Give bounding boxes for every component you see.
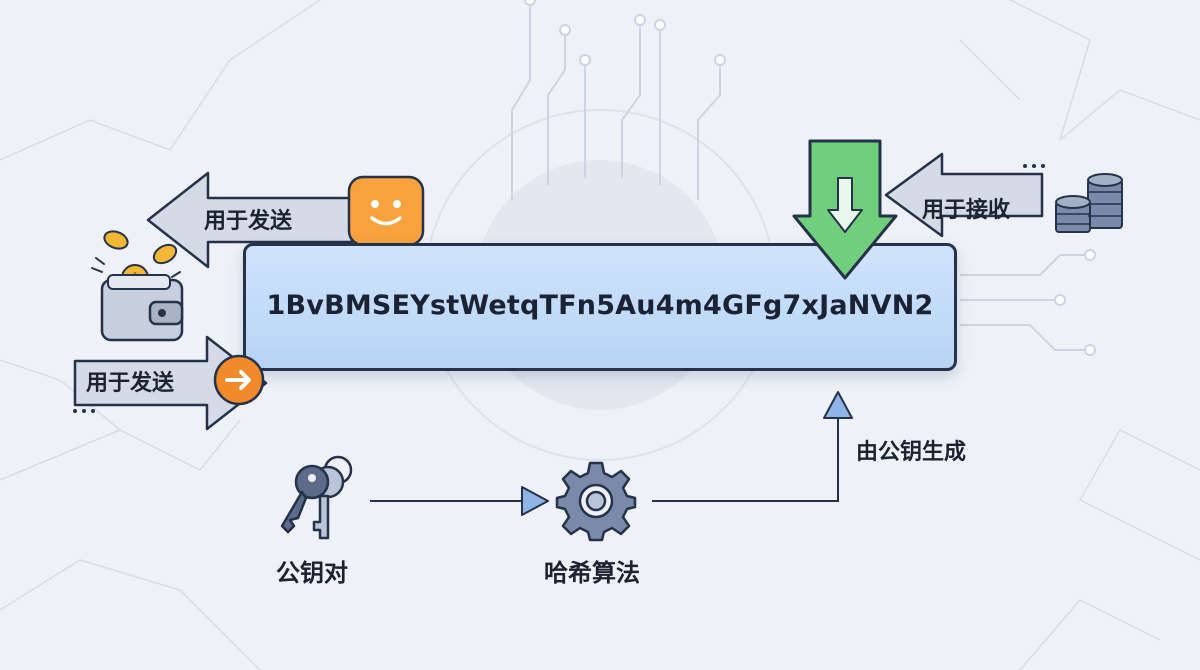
coin-stack-icon [1055,173,1123,233]
key-icon [280,455,353,540]
bitcoin-address: 1BvBMSEYstWetqTFn5Au4m4GFg7xJaNVN2 [266,290,934,321]
wallet-icon [100,274,184,342]
gear-icon [555,461,637,542]
ellipsis-icon [73,409,95,413]
key-pair-label: 公钥对 [276,559,348,587]
hash-algorithm-label: 哈希算法 [544,559,640,587]
send-label-bottom: 用于发送 [86,371,175,396]
receive-label: 用于接收 [922,198,1011,223]
send-label-top: 用于发送 [204,209,293,234]
send-arrow-bottom [73,335,268,431]
smiley-icon [347,175,425,247]
generated-label: 由公钥生成 [856,440,967,465]
arrow-right-circle-icon [213,354,265,406]
flow-connectors [370,391,853,516]
receive-arrow [884,152,1044,238]
download-arrow-icon [792,139,898,280]
ellipsis-icon [1023,164,1045,168]
